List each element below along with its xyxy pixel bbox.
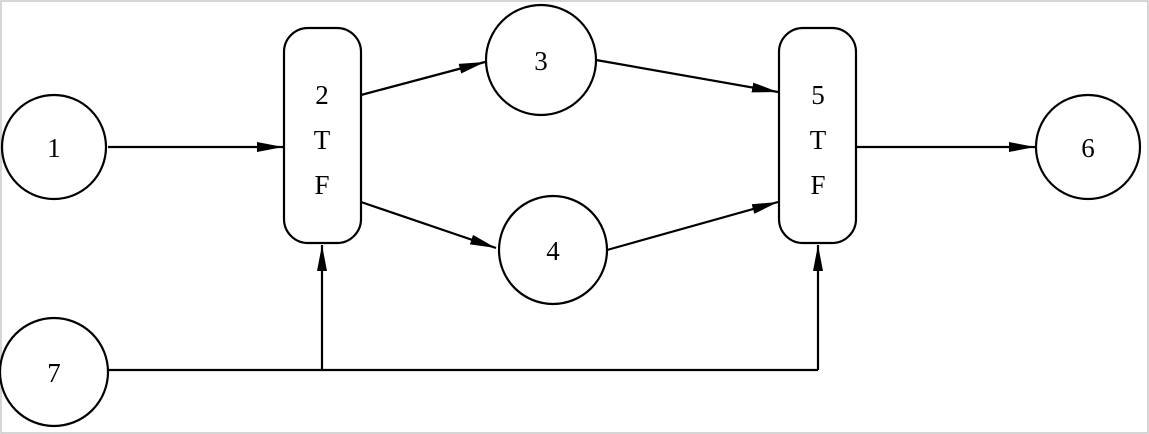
node-1-label: 1 <box>47 133 61 163</box>
node-6-circle <box>1034 93 1142 201</box>
node-1: 1 <box>0 93 108 201</box>
node-5-label-line-2: T <box>810 125 827 155</box>
node-2-box <box>282 26 363 245</box>
edge-2-to-3 <box>360 60 486 97</box>
node-7: 7 <box>0 316 110 428</box>
node-1-circle <box>0 93 108 201</box>
node-5-label-line-3: F <box>810 170 825 200</box>
node-3-circle <box>484 3 598 117</box>
node-7-circle <box>0 316 110 428</box>
edge-2-to-4 <box>360 200 497 250</box>
node-3: 3 <box>484 3 598 117</box>
node-2: 2 T F <box>282 26 363 245</box>
node-2-label-line-2: T <box>314 125 331 155</box>
node-3-label: 3 <box>534 46 548 76</box>
edge-4-to-5 <box>606 200 779 252</box>
node-4-label: 4 <box>546 236 560 266</box>
node-2-label-line-1: 2 <box>315 80 329 110</box>
node-5: 5 T F <box>777 26 858 245</box>
edge-3-to-5 <box>595 58 779 94</box>
node-2-label-line-3: F <box>314 170 329 200</box>
node-7-label: 7 <box>47 358 61 388</box>
node-4: 4 <box>497 194 609 306</box>
node-5-label-line-1: 5 <box>811 80 825 110</box>
node-6-label: 6 <box>1081 133 1095 163</box>
node-6: 6 <box>1034 93 1142 201</box>
node-5-box <box>777 26 858 245</box>
node-4-circle <box>497 194 609 306</box>
